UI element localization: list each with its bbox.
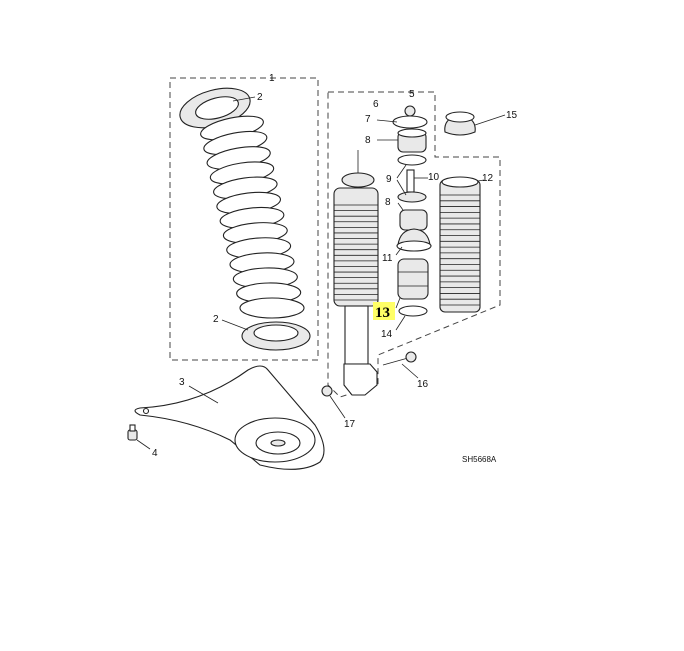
mounting-bracket[interactable] <box>134 365 325 470</box>
shock-absorber[interactable] <box>333 150 379 396</box>
callout-17[interactable]: 17 <box>344 419 356 430</box>
top-mount-cap[interactable] <box>444 111 476 136</box>
callout-12[interactable]: 12 <box>482 173 494 184</box>
bump-stop[interactable] <box>397 258 429 300</box>
callout-8-lower[interactable]: 8 <box>385 197 391 208</box>
dust-gaiter[interactable] <box>439 176 481 313</box>
callout-1[interactable]: 1 <box>269 73 275 84</box>
callout-6[interactable]: 6 <box>373 99 379 110</box>
callout-15[interactable]: 15 <box>506 110 518 121</box>
spring-coil <box>239 297 305 319</box>
callout-16[interactable]: 16 <box>417 379 429 390</box>
damper-mount-cup[interactable] <box>396 228 432 252</box>
callout-9[interactable]: 9 <box>386 174 392 185</box>
mounting-bolt[interactable] <box>382 351 417 366</box>
washer-lower[interactable] <box>397 191 427 203</box>
bump-stop-cap[interactable] <box>404 105 416 117</box>
callout-2-upper[interactable]: 2 <box>257 92 263 103</box>
callout-14[interactable]: 14 <box>381 329 393 340</box>
callout-5[interactable]: 5 <box>409 89 415 100</box>
callout-7[interactable]: 7 <box>365 114 371 125</box>
upper-washer[interactable] <box>392 115 428 129</box>
spring-seat-lower[interactable] <box>241 321 311 351</box>
callout-highlight <box>373 302 395 320</box>
callout-2-lower[interactable]: 2 <box>213 314 219 325</box>
callout-11[interactable]: 11 <box>382 253 393 264</box>
callout-8-upper[interactable]: 8 <box>365 135 371 146</box>
callout-3[interactable]: 3 <box>179 377 185 388</box>
seal-ring[interactable] <box>398 305 428 317</box>
coil-spring[interactable] <box>199 112 305 319</box>
lower-bush[interactable] <box>399 209 428 231</box>
bush-nut[interactable] <box>321 385 333 397</box>
bracket-bolt[interactable] <box>127 424 138 441</box>
callout-4[interactable]: 4 <box>152 448 158 459</box>
leader-lines <box>136 96 506 450</box>
callout-13[interactable]: 13 <box>375 305 390 321</box>
damper-assembly-group-box <box>327 91 501 398</box>
washer-upper[interactable] <box>397 154 427 166</box>
callout-10[interactable]: 10 <box>428 172 440 183</box>
drawing-code: SH5668A <box>462 455 497 464</box>
spring-assembly-group-box <box>169 77 319 361</box>
spacer-tube[interactable] <box>406 169 415 193</box>
upper-bush[interactable] <box>397 128 427 153</box>
